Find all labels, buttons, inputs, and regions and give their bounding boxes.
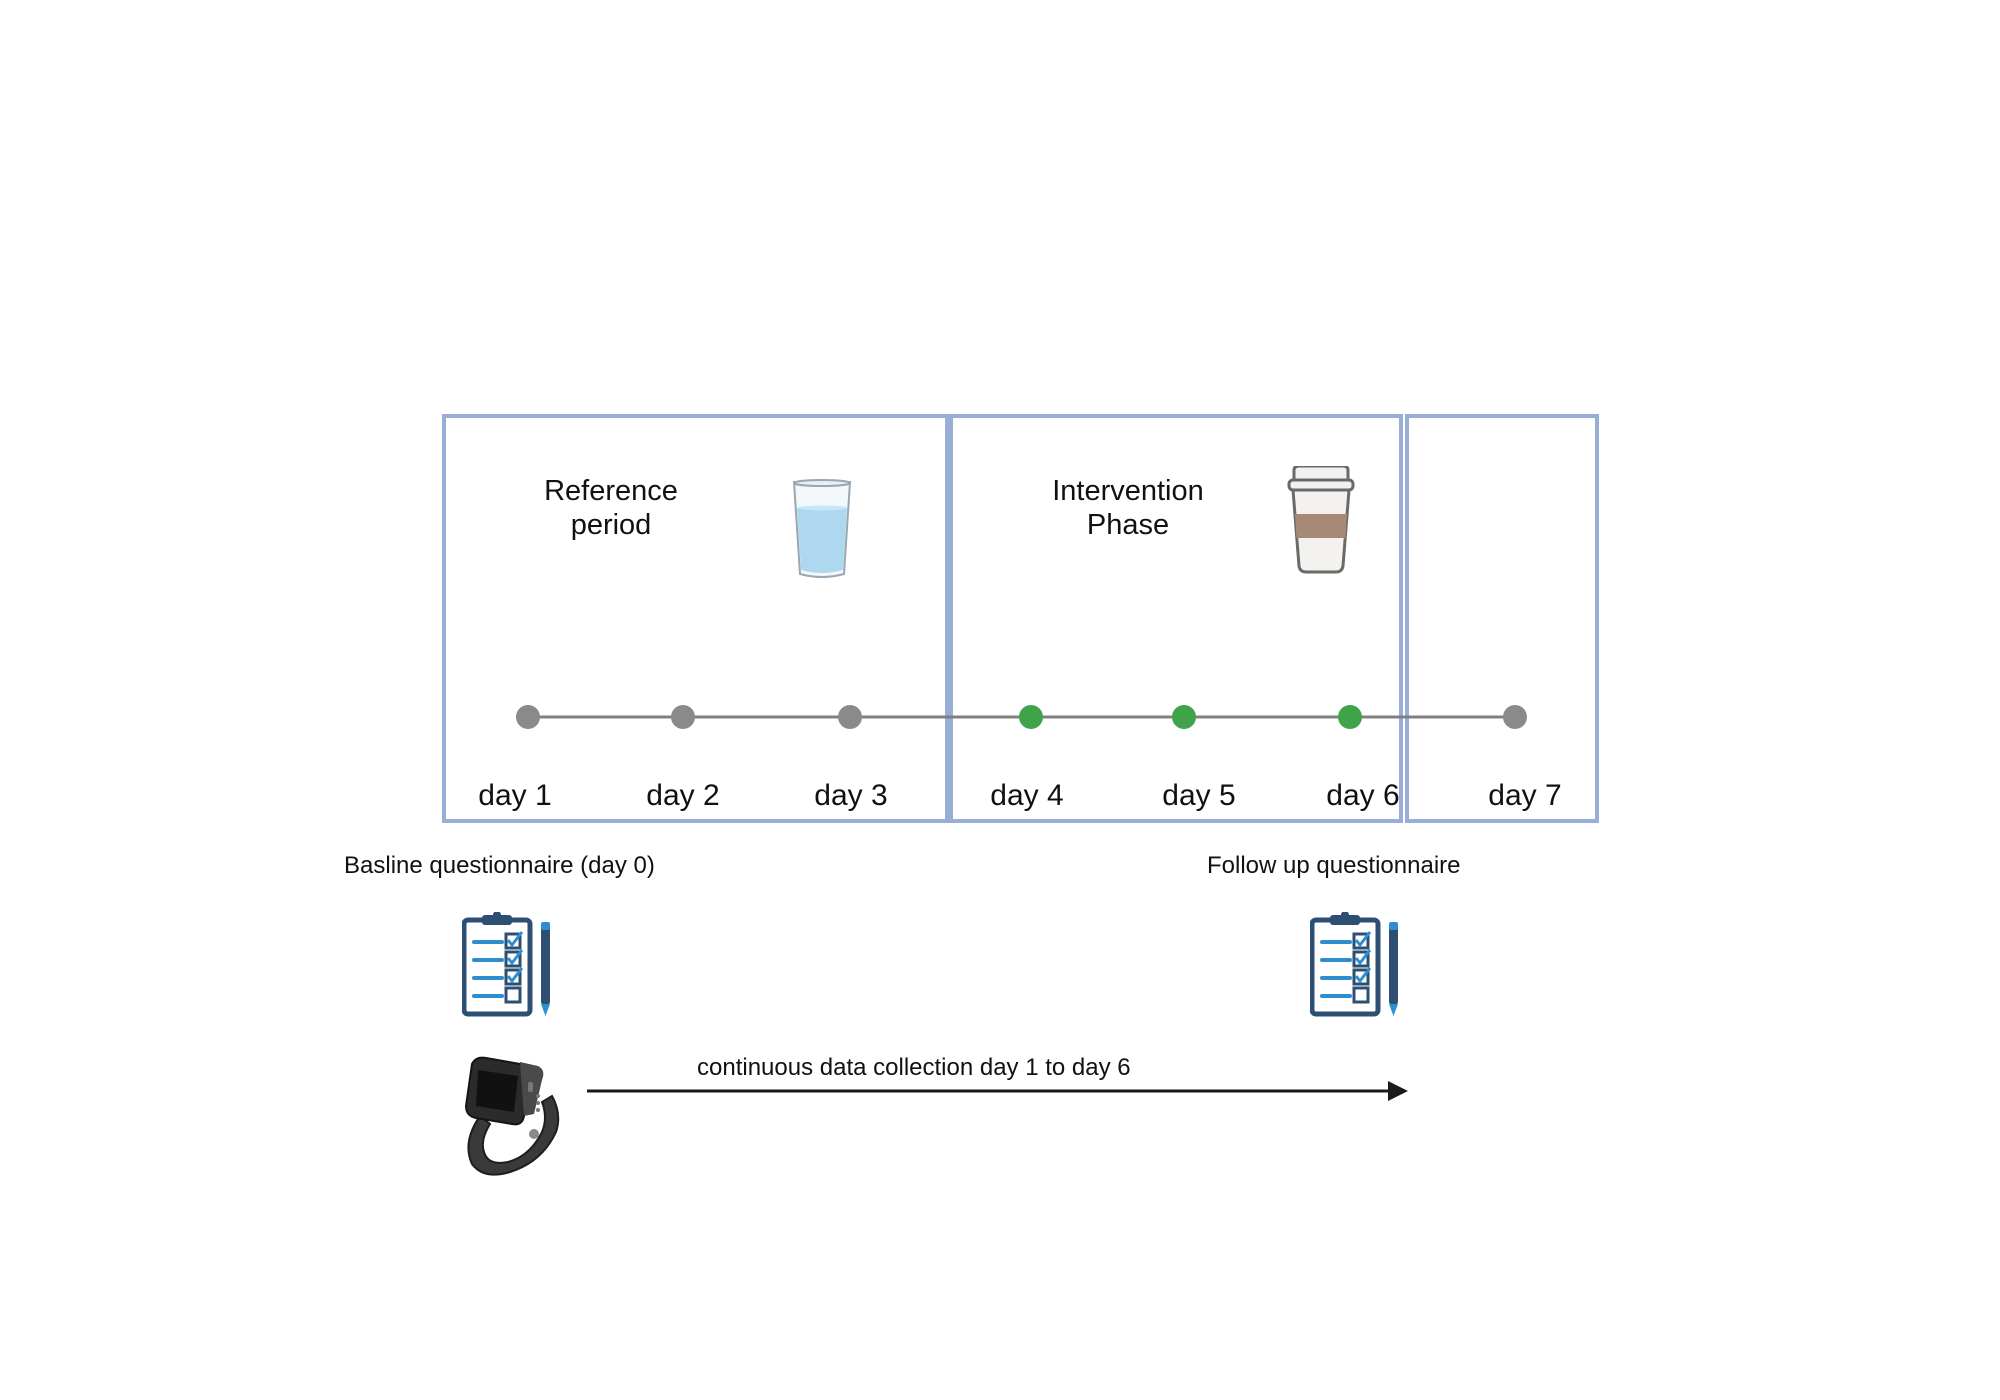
timeline-dot-day-4	[1019, 705, 1043, 729]
day-label-1: day 1	[478, 779, 552, 812]
day-label-5: day 5	[1162, 779, 1236, 812]
day-label-2: day 2	[646, 779, 720, 812]
timeline-dot-day-2	[671, 705, 695, 729]
timeline-dot-day-6	[1338, 705, 1362, 729]
followup-clipboard-icon	[1310, 912, 1398, 1017]
baseline-clipboard-icon	[462, 912, 550, 1017]
followup-day-box	[1405, 414, 1599, 823]
water-glass-icon	[792, 479, 852, 578]
data-collection-arrow-head	[1388, 1081, 1408, 1101]
timeline-dot-day-5	[1172, 705, 1196, 729]
followup-questionnaire-label: Follow up questionnaire	[1207, 852, 1461, 879]
reference-period-box	[442, 414, 949, 823]
day-label-7: day 7	[1488, 779, 1562, 812]
day-label-3: day 3	[814, 779, 888, 812]
intervention-phase-box	[949, 414, 1403, 823]
timeline-dot-day-3	[838, 705, 862, 729]
intervention-phase-title: Intervention Phase	[1052, 475, 1204, 541]
timeline-dot-day-1	[516, 705, 540, 729]
baseline-questionnaire-label: Basline questionnaire (day 0)	[344, 852, 655, 879]
data-collection-label: continuous data collection day 1 to day …	[697, 1054, 1131, 1081]
smartwatch-icon	[464, 1056, 560, 1176]
coffee-cup-icon	[1287, 466, 1355, 574]
day-label-6: day 6	[1326, 779, 1400, 812]
reference-period-title: Reference period	[544, 475, 678, 541]
timeline-dot-day-7	[1503, 705, 1527, 729]
day-label-4: day 4	[990, 779, 1064, 812]
